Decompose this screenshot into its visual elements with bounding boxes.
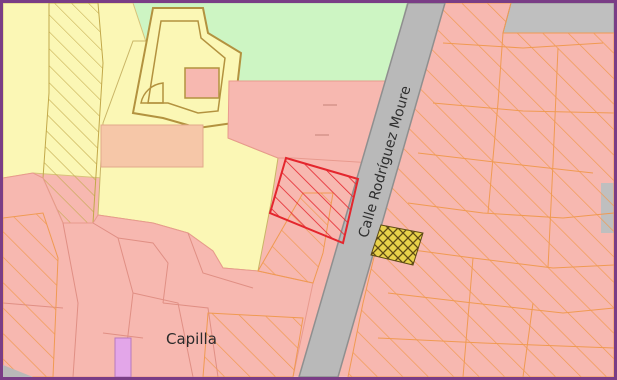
right-parcel-outlines: [377, 32, 614, 377]
magenta-strip: [114, 337, 132, 377]
street-road[interactable]: [298, 3, 446, 377]
yellow-hatched-strip[interactable]: [42, 3, 104, 224]
chapel-tower: [184, 67, 220, 99]
chapel-apse: [140, 82, 164, 104]
place-label-capilla: Capilla: [166, 330, 217, 348]
checker-parcel[interactable]: [370, 224, 424, 266]
bottom-left-road: [3, 365, 33, 377]
top-right-building: [502, 3, 614, 34]
hatched-left-area[interactable]: [3, 212, 59, 377]
map-canvas[interactable]: Calle Rodríguez Moure Capilla: [3, 3, 614, 377]
hatched-lower-center[interactable]: [202, 312, 304, 377]
peach-block[interactable]: [100, 124, 204, 168]
selected-parcel[interactable]: [268, 156, 360, 245]
